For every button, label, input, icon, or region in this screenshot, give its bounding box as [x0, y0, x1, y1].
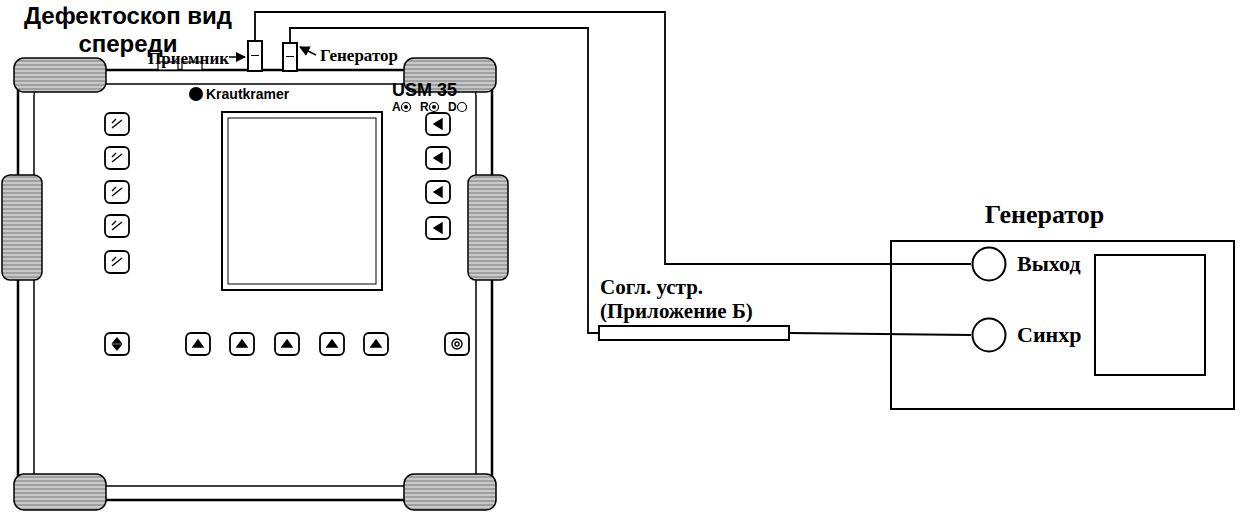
device-label: Согл. устр. (Приложение Б) — [600, 275, 815, 323]
mode-indicator — [430, 103, 439, 112]
mode-letter: A — [392, 100, 401, 114]
key-icon — [112, 257, 122, 266]
socket-ring — [251, 55, 259, 56]
terminal-label: Синхр — [1017, 322, 1081, 348]
key-icon — [112, 187, 122, 196]
key-icon — [282, 340, 292, 347]
key-frame — [105, 215, 129, 237]
key-frame — [105, 181, 129, 203]
flaw-detector: KrautkramerUSM 35ПриемникГенератор — [18, 70, 492, 500]
signal-cable — [255, 12, 971, 264]
mode-indicator — [432, 105, 436, 109]
key-button — [426, 181, 450, 203]
key-frame — [364, 333, 388, 355]
key-icon — [112, 153, 122, 162]
key-button — [105, 333, 129, 355]
brand-logo — [189, 87, 203, 101]
device-face — [34, 84, 476, 486]
key-button — [364, 333, 388, 355]
mode-indicator — [402, 103, 411, 112]
connector-socket: Генератор — [282, 42, 298, 72]
key-button — [230, 333, 254, 355]
key-frame — [426, 147, 450, 169]
model-name: USM 35 — [392, 80, 457, 101]
mode-letter: R — [420, 100, 429, 114]
key-button — [445, 333, 469, 355]
key-frame — [230, 333, 254, 355]
side-handle — [2, 175, 42, 280]
key-frame — [105, 113, 129, 135]
keypad — [105, 113, 469, 355]
leader-arrow — [300, 47, 316, 55]
key-button — [105, 181, 129, 203]
key-button — [186, 333, 210, 355]
key-frame — [320, 333, 344, 355]
key-icon — [327, 340, 337, 347]
signal-cable — [790, 333, 971, 335]
key-icon — [434, 119, 442, 129]
mode-indicator — [404, 105, 408, 109]
key-icon — [112, 119, 122, 128]
port-label: Приемник — [148, 49, 229, 69]
key-button — [105, 147, 129, 169]
key-button — [426, 217, 450, 239]
terminal-label: Выход — [1017, 251, 1081, 277]
key-button — [105, 113, 129, 135]
generator-screen — [1095, 255, 1205, 375]
signal-cable — [290, 28, 598, 333]
key-frame — [105, 251, 129, 273]
terminal-circle-shape — [973, 248, 1006, 281]
key-frame — [426, 181, 450, 203]
display-screen — [222, 112, 382, 290]
key-icon — [434, 187, 442, 197]
leader-arrow — [229, 56, 245, 58]
terminal-circle: Выход — [971, 246, 1007, 282]
key-icon — [434, 153, 442, 163]
connector-socket: Приемник — [247, 40, 263, 72]
terminal-circle-shape — [973, 319, 1006, 352]
mode-indicator — [458, 103, 467, 112]
mode-letter: D — [448, 100, 457, 114]
terminal-outline — [971, 317, 1007, 353]
key-frame — [445, 333, 469, 355]
key-button — [105, 215, 129, 237]
terminal-outline — [971, 246, 1007, 282]
key-frame — [426, 113, 450, 135]
key-frame — [426, 217, 450, 239]
corner-bumper — [14, 58, 106, 92]
key-icon — [112, 221, 122, 230]
key-icon — [237, 340, 247, 347]
box-heading: Генератор — [985, 200, 1104, 230]
corner-bumper — [14, 474, 106, 510]
key-button — [320, 333, 344, 355]
matching-device: Согл. устр. (Приложение Б) — [598, 325, 790, 341]
key-frame — [186, 333, 210, 355]
port-label: Генератор — [320, 46, 398, 66]
socket-ring — [286, 56, 294, 57]
key-icon — [434, 223, 442, 233]
brand-name: Krautkramer — [206, 86, 289, 102]
key-frame — [105, 147, 129, 169]
side-handle — [468, 175, 508, 280]
key-icon — [193, 340, 203, 347]
key-icon — [452, 339, 462, 349]
display-inner — [228, 118, 376, 284]
key-frame — [275, 333, 299, 355]
corner-bumper — [404, 474, 496, 510]
key-icon — [113, 338, 121, 350]
generator-box: ГенераторВыходСинхр — [890, 240, 1235, 410]
key-frame — [105, 333, 129, 355]
key-icon — [371, 340, 381, 347]
terminal-circle: Синхр — [971, 317, 1007, 353]
key-button — [426, 147, 450, 169]
key-button — [275, 333, 299, 355]
device-body — [18, 70, 492, 500]
key-button — [426, 113, 450, 135]
key-button — [105, 251, 129, 273]
